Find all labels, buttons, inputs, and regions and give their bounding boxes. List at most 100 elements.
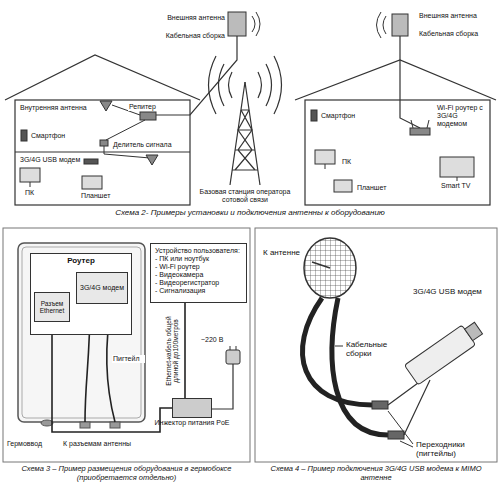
box-text: - Видеорегистратор <box>155 279 242 287</box>
callout-label: Кабельные сборки <box>345 340 397 358</box>
right-house <box>295 60 496 100</box>
home-devices <box>427 120 429 128</box>
figure-caption: Схема 2- Примеры установки и подключения… <box>0 208 500 217</box>
power-plug <box>212 346 240 409</box>
mimo-antenna <box>304 238 356 298</box>
box-title: 3G/4G модем <box>80 284 124 292</box>
usb-modem <box>465 322 483 340</box>
box-text: - Wi-Fi роутер <box>155 263 242 271</box>
callout-label: Делитель сигнала <box>112 141 187 149</box>
panel-frame <box>3 228 250 462</box>
adapter-pigtail <box>388 431 404 439</box>
router-box: Роутер3G/4G модемРазъем Ethernet <box>30 253 132 335</box>
external-antenna <box>156 12 260 115</box>
home-devices <box>410 128 430 135</box>
home-devices <box>334 180 352 192</box>
indoor-equipment <box>100 101 112 111</box>
indoor-equipment <box>140 112 156 120</box>
callout-label: Внешняя антенна <box>418 12 496 20</box>
figure-caption: Схема 3 – Пример размещения оборудования… <box>5 465 248 482</box>
callout-label: Внешняя антенна <box>150 14 226 22</box>
hermetic-box <box>18 243 145 422</box>
figure-caption: Схема 4 – Пример подключения 3G/4G USB м… <box>258 465 494 482</box>
poe-injector: Инжектор питания PoE <box>172 398 212 418</box>
base-station-tower <box>258 56 282 114</box>
ethernet-cable <box>52 322 172 432</box>
hermetic-box <box>18 243 145 428</box>
adapter-pigtail <box>388 380 430 435</box>
box-text: - Сигнализация <box>155 287 242 295</box>
box-text: - ПК или ноутбук <box>155 255 242 263</box>
ethernet-cable <box>184 303 186 398</box>
external-antenna <box>156 36 237 115</box>
cable-label: Ethernet-кабель общей длиной до100метров <box>165 311 180 391</box>
callout-label: Переходники (пигтейлы) <box>415 440 495 458</box>
external-antenna <box>252 12 260 36</box>
callout-label: К антенне <box>262 248 304 257</box>
hermetic-box <box>22 247 141 418</box>
home-devices <box>311 110 317 121</box>
indoor-equipment <box>100 140 108 146</box>
left-house <box>15 100 190 205</box>
callout-label: Кабельная сборка <box>150 32 226 40</box>
leader-line <box>335 346 413 447</box>
external-antenna <box>400 36 420 128</box>
left-house <box>15 151 190 152</box>
left-house <box>5 55 200 205</box>
callout-label: Кабельная сборка <box>418 30 496 38</box>
callout-label: ПК <box>24 189 44 197</box>
callout-label: Гермоввод <box>6 440 58 448</box>
external-antenna <box>228 12 246 36</box>
indoor-equipment <box>82 176 102 189</box>
callout-label: Базовая станция оператора сотовой связи <box>195 188 295 204</box>
power-plug <box>230 346 231 350</box>
indoor-equipment <box>30 182 31 187</box>
base-station-tower <box>232 110 258 170</box>
home-devices <box>315 150 335 164</box>
box-text: - Видеокамера <box>155 271 242 279</box>
hermetic-box <box>110 422 120 428</box>
indoor-equipment <box>20 168 40 182</box>
box-title: Устройство пользователя: <box>155 247 242 255</box>
adapter-pigtail <box>372 380 430 439</box>
indoor-equipment <box>21 130 27 141</box>
home-devices <box>440 157 474 177</box>
adapter-pigtail <box>372 401 388 409</box>
home-devices <box>457 177 458 181</box>
base-station-tower <box>209 56 282 185</box>
user-device-box: Устройство пользователя:- ПК или ноутбук… <box>150 243 247 303</box>
power-plug <box>226 350 240 364</box>
callout-label: Пигтейл <box>112 355 145 363</box>
mimo-antenna <box>304 238 356 298</box>
usb-modem <box>404 325 475 385</box>
indoor-equipment <box>104 146 105 154</box>
right-house <box>305 100 490 205</box>
usb-modem <box>404 318 485 385</box>
callout-label: Планшет <box>80 192 120 200</box>
left-house <box>5 55 200 100</box>
right-house <box>295 60 496 205</box>
home-devices <box>411 120 413 128</box>
callout-label: 3G/4G USB модем <box>19 156 83 164</box>
external-antenna <box>377 12 387 38</box>
indoor-equipment <box>104 154 150 158</box>
mimo-antenna <box>312 262 330 268</box>
indoor-equipment <box>84 159 98 164</box>
callout-label: Внутренняя антенна <box>19 104 99 112</box>
external-antenna <box>392 14 408 36</box>
indoor-equipment <box>106 120 145 140</box>
leader-line <box>335 346 343 347</box>
external-antenna <box>377 12 421 128</box>
home-devices <box>325 164 326 169</box>
power-plug <box>236 346 237 350</box>
callout-label: Smart TV <box>440 182 485 190</box>
cable-assembly <box>332 298 388 435</box>
ethernet-port: Разъем Ethernet <box>34 292 70 322</box>
base-station-tower <box>209 56 233 114</box>
device-caption: Инжектор питания PoE <box>155 419 230 427</box>
callout-label: ПК <box>341 158 361 166</box>
callout-label: Репитер <box>128 103 168 111</box>
